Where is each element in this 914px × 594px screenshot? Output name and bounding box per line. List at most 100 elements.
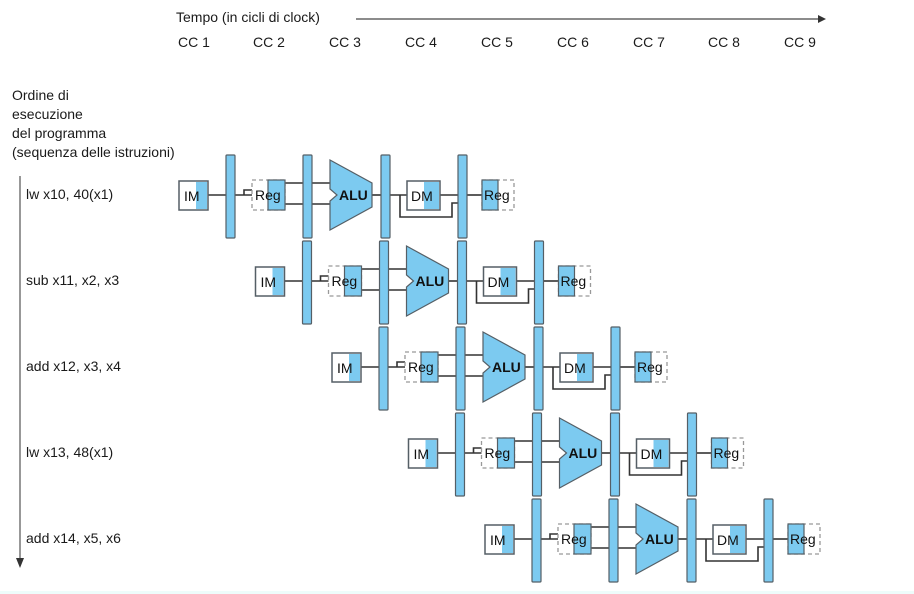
wire	[549, 533, 558, 539]
alu-label: ALU	[416, 273, 445, 289]
pipeline-register	[380, 154, 391, 239]
pipeline-register	[378, 326, 389, 411]
instruction-memory-fill	[349, 354, 360, 381]
pipeline-register	[457, 154, 468, 239]
instruction-memory-label: IM	[490, 532, 506, 548]
instruction-label: add x14, x5, x6	[26, 530, 121, 546]
data-memory-label: DM	[488, 274, 510, 290]
program-order-line-4: (sequenza delle istruzioni)	[12, 144, 175, 160]
instruction-memory-label: IM	[414, 446, 430, 462]
data-memory-fill	[730, 526, 745, 553]
program-order-line-3: del programma	[12, 125, 107, 141]
instruction-memory-fill	[196, 182, 207, 209]
alu-label: ALU	[569, 445, 598, 461]
register-file-write-fill	[710, 437, 729, 469]
pipeline-register	[456, 240, 468, 325]
data-memory-fill	[424, 182, 439, 209]
alu-shape	[482, 330, 526, 404]
clock-cycle-label: CC 6	[557, 34, 589, 50]
pipeline-register	[301, 240, 313, 325]
data-memory-fill	[500, 268, 516, 295]
register-read-label: Reg	[332, 273, 358, 289]
data-memory-label: DM	[717, 532, 739, 548]
data-memory-fill	[653, 440, 669, 467]
data-memory-fill	[577, 354, 592, 381]
program-order-label: Ordine di esecuzione del programma (sequ…	[12, 86, 252, 162]
instruction-memory-label: IM	[261, 274, 277, 290]
register-file-write-fill	[557, 265, 576, 297]
clock-cycle-label: CC 1	[178, 34, 210, 50]
wire	[396, 361, 405, 367]
pipeline-register	[302, 154, 313, 239]
pipeline-register	[531, 412, 543, 497]
pipeline-register	[225, 154, 236, 239]
alu-shape	[635, 502, 679, 576]
register-read-label: Reg	[408, 359, 434, 375]
register-file-write-fill	[634, 351, 652, 383]
pipeline-row: IM Reg ALU DM Reg	[254, 240, 592, 325]
alu-label: ALU	[645, 531, 674, 547]
instruction-memory-fill	[502, 526, 513, 553]
pipeline-row: IM Reg ALU DM Reg	[484, 498, 821, 583]
program-order-arrowhead	[16, 558, 24, 568]
pipeline-register	[609, 412, 621, 497]
data-memory-label: DM	[641, 446, 663, 462]
clock-cycle-label: CC 3	[329, 34, 361, 50]
data-memory-label: DM	[411, 188, 433, 204]
instruction-memory-label: IM	[184, 188, 200, 204]
pipeline-register	[763, 498, 774, 583]
wire	[243, 189, 252, 195]
alu-shape	[405, 244, 450, 318]
register-write-label: Reg	[484, 187, 510, 203]
instruction-label: add x12, x3, x4	[26, 358, 121, 374]
pipeline-register	[378, 240, 390, 325]
footer-band	[0, 591, 914, 594]
wire	[628, 453, 688, 476]
clock-cycle-label: CC 4	[405, 34, 437, 50]
instruction-label: sub x11, x2, x3	[26, 272, 120, 288]
instruction-memory-label: IM	[337, 360, 353, 376]
pipeline-register	[610, 326, 621, 411]
register-write-label: Reg	[790, 531, 816, 547]
pipeline-register	[454, 412, 466, 497]
alu-label: ALU	[492, 359, 521, 375]
register-file-read-fill	[343, 265, 363, 297]
pipeline-register	[533, 240, 545, 325]
register-read-label: Reg	[485, 445, 511, 461]
register-file-write-fill	[481, 179, 499, 211]
pipeline-register	[608, 498, 619, 583]
wire	[472, 447, 482, 453]
instruction-memory-fill	[272, 268, 284, 295]
instruction-label: lw x13, 48(x1)	[26, 444, 114, 460]
program-order-line-2: esecuzione	[12, 106, 83, 122]
register-file-read-fill	[496, 437, 516, 469]
wire	[475, 281, 535, 304]
wire	[319, 275, 329, 281]
pipeline-register	[686, 412, 698, 497]
register-write-label: Reg	[561, 273, 587, 289]
time-axis-label: Tempo (in cicli di clock)	[176, 9, 320, 25]
register-file-read-fill	[573, 523, 592, 555]
wire	[552, 367, 611, 390]
clock-cycle-label: CC 7	[633, 34, 665, 50]
pipeline-register	[455, 326, 466, 411]
pipeline-register	[531, 498, 542, 583]
clock-cycle-label: CC 5	[481, 34, 513, 50]
instruction-memory-fill	[425, 440, 437, 467]
data-memory-label: DM	[564, 360, 586, 376]
program-order-line-1: Ordine di	[12, 87, 69, 103]
pipeline-register	[533, 326, 544, 411]
wire	[399, 195, 458, 218]
register-file-read-fill	[267, 179, 286, 211]
pipeline-register	[686, 498, 697, 583]
alu-shape	[329, 158, 373, 232]
register-file-write-fill	[787, 523, 805, 555]
register-file-read-fill	[420, 351, 439, 383]
instruction-label: lw x10, 40(x1)	[26, 186, 114, 202]
register-read-label: Reg	[561, 531, 587, 547]
clock-cycle-label: CC 2	[253, 34, 285, 50]
